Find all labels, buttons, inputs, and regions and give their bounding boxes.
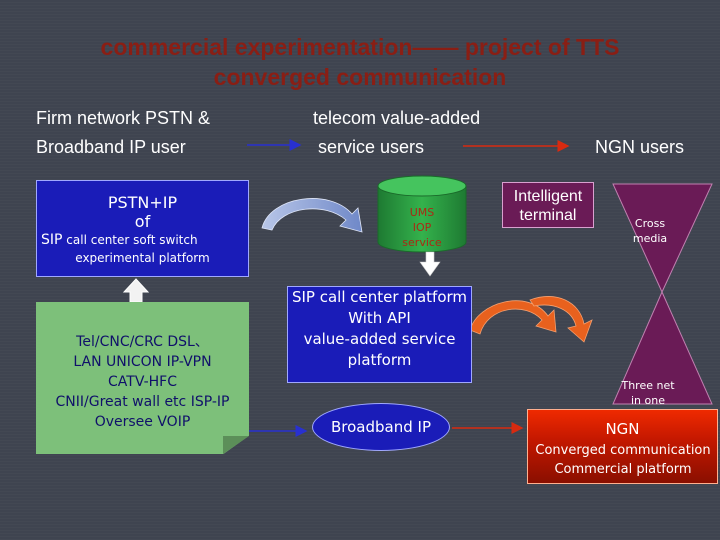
pstn-softswitch: call center soft switch bbox=[62, 233, 198, 247]
header-telecom-line-1: telecom value-added bbox=[313, 108, 481, 128]
pstn-ip-platform: PSTN+IP of SIP call center soft switch e… bbox=[36, 180, 249, 277]
title-line-2: converged communication bbox=[213, 64, 507, 90]
header-telecom: telecom value-added service users bbox=[313, 104, 480, 162]
three-net-label: Three net in one bbox=[612, 378, 684, 408]
cylinder-label: UMS IOP service bbox=[378, 205, 466, 250]
pstn-sip: SIP bbox=[41, 232, 63, 248]
intel-line-1: Intelligent bbox=[513, 188, 583, 205]
cross-media-label: Cross media bbox=[622, 216, 678, 246]
ngn-platform bbox=[527, 409, 718, 484]
note-line-5: Oversee VOIP bbox=[94, 414, 191, 430]
cylinder-body bbox=[377, 186, 467, 253]
pstn-line-1: PSTN+IP bbox=[107, 193, 178, 212]
curved-arrow-orange-icon bbox=[469, 300, 557, 335]
curved-arrow-orange-right-icon bbox=[529, 296, 593, 343]
sip-line-1: SIP call center platform bbox=[291, 288, 468, 306]
title-line-1: commercial experimentation—— project of … bbox=[100, 34, 620, 60]
sip-line-2: With API bbox=[348, 309, 411, 327]
pstn-line-4: experimental platform bbox=[75, 251, 210, 265]
note-line-4: CNII/Great wall etc ISP-IP bbox=[55, 394, 230, 410]
intelligent-terminal: Intelligent terminal bbox=[502, 182, 594, 228]
ngn-title: NGN bbox=[605, 420, 640, 438]
cylinder-top bbox=[377, 175, 467, 197]
cylinder-line-1: UMS bbox=[409, 206, 435, 219]
header-firm-line-1: Firm network PSTN & bbox=[36, 108, 211, 128]
ngn-line-2: Commercial platform bbox=[554, 462, 692, 477]
three-net-line-2: in one bbox=[631, 394, 665, 407]
header-firm-network: Firm network PSTN & Broadband IP user bbox=[36, 104, 210, 162]
curved-arrow-blue-icon bbox=[261, 198, 363, 233]
three-net-line-1: Three net bbox=[621, 379, 675, 392]
hourglass-bottom bbox=[612, 290, 713, 405]
diagram-title: commercial experimentation—— project of … bbox=[20, 32, 700, 92]
down-arrow-icon bbox=[419, 251, 441, 277]
pstn-line-3: SIP call center soft switch bbox=[37, 231, 248, 249]
cylinder-line-3: service bbox=[402, 236, 442, 249]
header-ngn-users: NGN users bbox=[595, 137, 685, 157]
cross-media-line-1: Cross bbox=[634, 217, 666, 230]
note-line-1: Tel/CNC/CRC DSL、 bbox=[76, 334, 209, 350]
ngn-description: Converged communication Commercial platf… bbox=[526, 441, 720, 479]
ngn-line-1: Converged communication bbox=[535, 443, 711, 458]
header-firm-line-2: Broadband IP user bbox=[36, 137, 186, 157]
cross-media-line-2: media bbox=[632, 232, 668, 245]
note-line-2: LAN UNICON IP-VPN bbox=[73, 354, 212, 370]
access-networks-note: Tel/CNC/CRC DSL、 LAN UNICON IP-VPN CATV-… bbox=[36, 302, 249, 454]
broadband-ip: Broadband IP bbox=[312, 403, 450, 451]
cylinder-line-2: IOP bbox=[412, 221, 432, 234]
sip-line-4: platform bbox=[347, 351, 412, 369]
hourglass-top bbox=[612, 183, 713, 294]
note-line-3: CATV-HFC bbox=[108, 374, 177, 390]
sip-call-center-platform: SIP call center platform With API value-… bbox=[287, 286, 472, 383]
up-arrow-icon bbox=[122, 278, 150, 303]
header-telecom-line-2: service users bbox=[318, 137, 425, 157]
sip-line-3: value-added service bbox=[303, 330, 456, 348]
pstn-line-2: of bbox=[134, 212, 151, 231]
intel-line-2: terminal bbox=[519, 207, 577, 224]
